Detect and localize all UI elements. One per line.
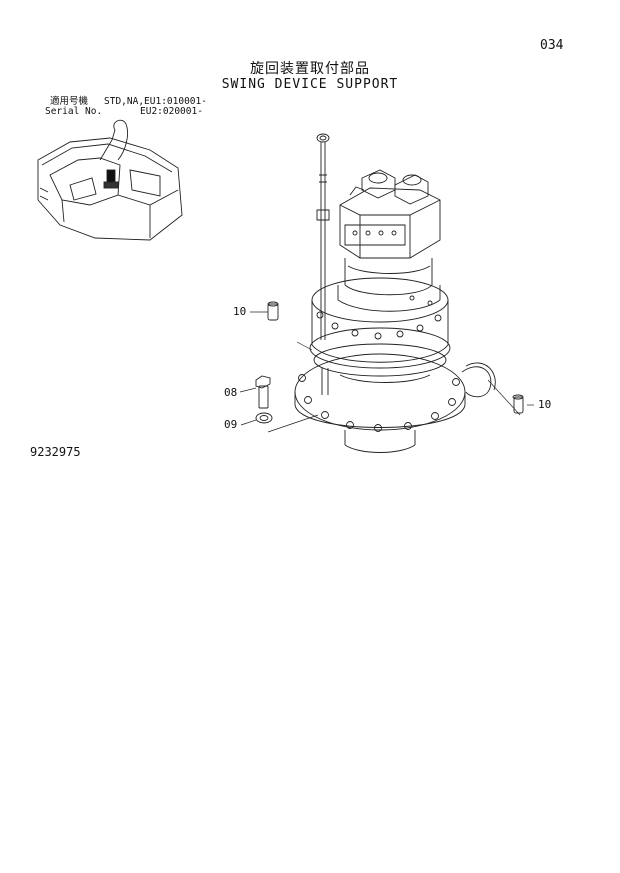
- page-number: 034: [540, 38, 564, 53]
- leader-lines: [239, 311, 534, 433]
- swing-motor-head: [339, 169, 441, 259]
- callout-08: 08: [224, 386, 238, 399]
- callout-10-left: 10: [233, 305, 247, 318]
- bolt-10-left: [267, 301, 279, 321]
- motor-cylinder: [337, 258, 441, 312]
- callout-09: 09: [224, 418, 238, 431]
- callout-10-right: 10: [538, 398, 552, 411]
- level-gauge-rod: [316, 133, 330, 340]
- washer-09: [255, 412, 273, 424]
- mounting-flange: [294, 353, 466, 453]
- bolt-08: [255, 375, 271, 409]
- bolt-10-right: [512, 394, 524, 414]
- drawing-number: 9232975: [30, 445, 81, 459]
- serial-range-1: STD,NA,EU1:010001-: [104, 96, 207, 107]
- serial-label-english: Serial No.: [45, 106, 103, 117]
- page-title-japanese: 旋回装置取付部品: [250, 61, 370, 77]
- machine-location-thumbnail: [37, 119, 183, 241]
- reduction-gear-housing: [309, 277, 451, 377]
- serial-range-2: EU2:020001-: [140, 106, 203, 117]
- drain-hose: [461, 362, 496, 398]
- page-title-english: SWING DEVICE SUPPORT: [221, 77, 399, 92]
- serial-label-japanese: 適用号機: [50, 96, 89, 107]
